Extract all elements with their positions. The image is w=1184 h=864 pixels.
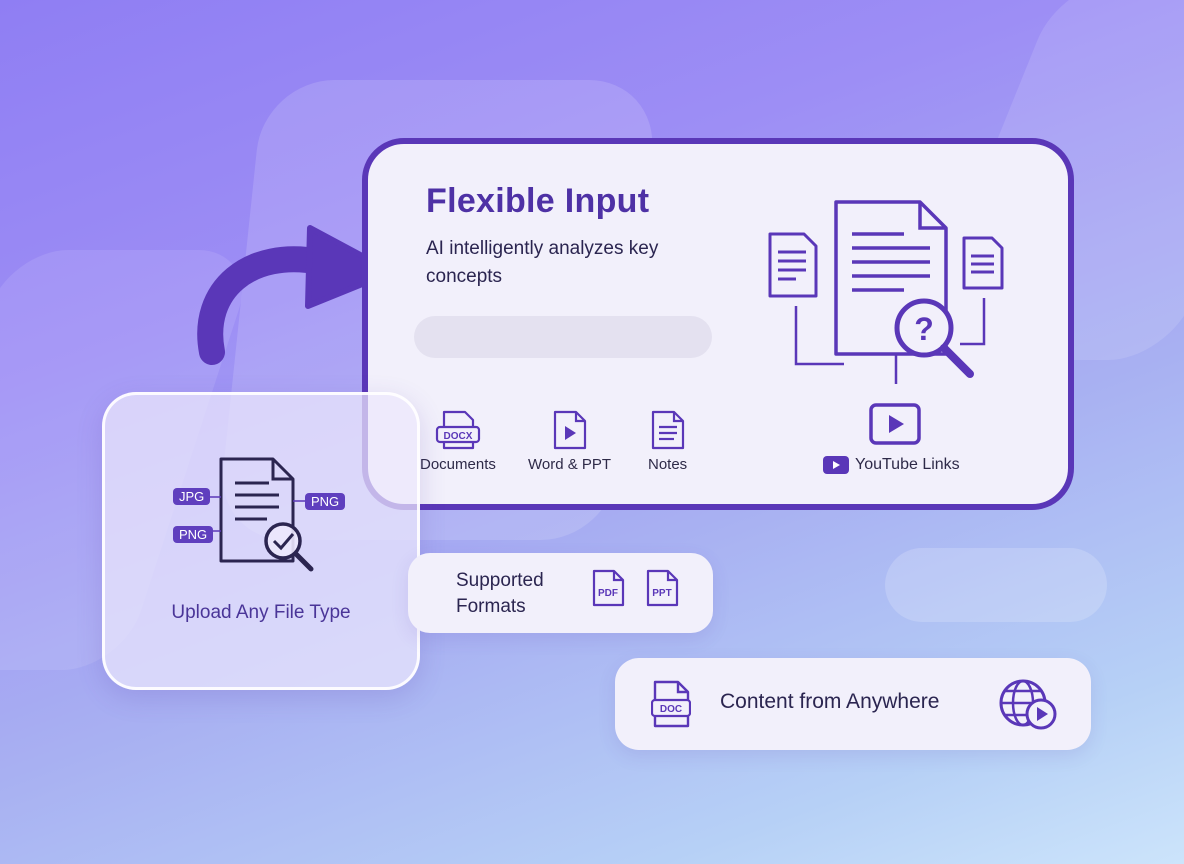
supported-formats-label: Supported Formats (456, 570, 544, 617)
format-label: Documents (420, 456, 496, 473)
format-badges: PDF PPT (592, 569, 680, 607)
pdf-file-icon: PDF (592, 569, 625, 607)
jpg-tag: JPG (173, 488, 211, 505)
globe-play-icon (999, 679, 1057, 730)
content-anywhere-card: DOC Content from Anywhere (615, 658, 1091, 750)
video-play-icon (869, 403, 921, 445)
notes-file-icon (651, 410, 684, 450)
ppt-file-icon: PPT (646, 569, 679, 607)
svg-text:?: ? (914, 311, 934, 347)
file-check-icon (209, 457, 314, 572)
documents-search-icon: ? (768, 200, 1004, 384)
format-notes: Notes (648, 410, 687, 473)
supported-formats-card: Supported Formats PDF PPT (408, 553, 713, 633)
card-title: Flexible Input (426, 182, 650, 220)
upload-card[interactable]: JPG PNG PNG Upload Any File Type (102, 392, 420, 690)
format-label: Notes (648, 456, 688, 473)
flexible-input-card: Flexible Input AI intelligently analyzes… (362, 138, 1074, 510)
curved-arrow-icon (197, 225, 395, 365)
youtube-icon (823, 456, 849, 474)
docx-badge-text: DOCX (443, 431, 472, 442)
doc-file-icon: DOC (651, 680, 691, 728)
ppt-badge-text: PPT (652, 588, 671, 599)
png-tag: PNG (173, 526, 214, 543)
format-word-ppt: Word & PPT (528, 410, 611, 473)
content-anywhere-label: Content from Anywhere (720, 690, 940, 713)
doc-badge-text: DOC (660, 704, 682, 715)
youtube-links: YouTube Links (823, 456, 960, 474)
background-pill-shape (885, 548, 1107, 622)
png-tag: PNG (305, 493, 346, 510)
input-placeholder-bar[interactable] (414, 316, 712, 358)
format-label: Word & PPT (528, 456, 612, 473)
play-file-icon (553, 410, 586, 450)
card-subtitle: AI intelligently analyzes key concepts (426, 238, 659, 287)
upload-label: Upload Any File Type (171, 602, 351, 623)
pdf-badge-text: PDF (598, 588, 618, 599)
format-documents: DOCX Documents (420, 410, 496, 473)
youtube-links-label: YouTube Links (855, 456, 960, 473)
docx-file-icon: DOCX (435, 410, 481, 450)
